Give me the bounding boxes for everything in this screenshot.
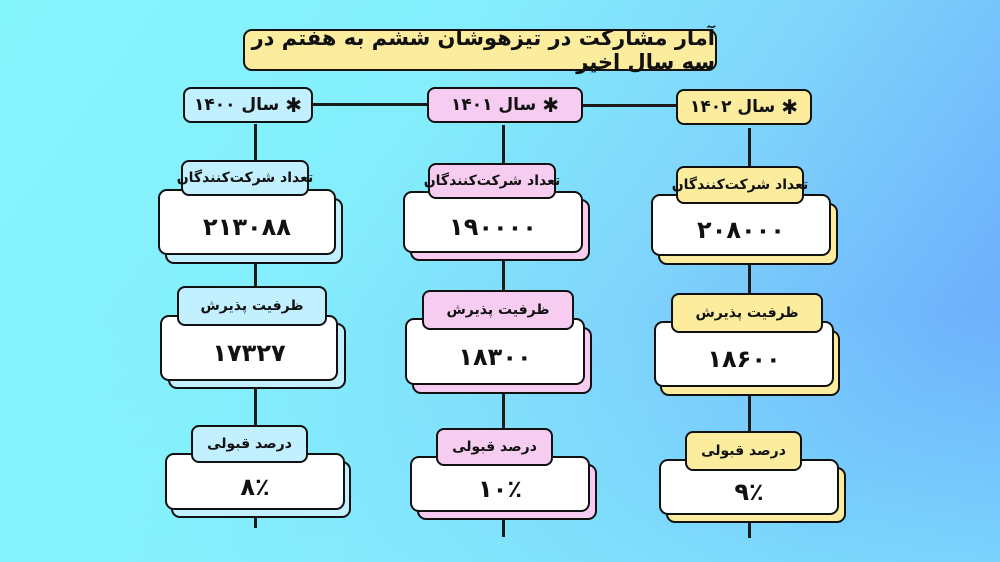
participants-value-1401: ۱۹۰۰۰۰	[403, 191, 583, 253]
year-connector-left	[313, 103, 431, 106]
year-label: سال ۱۴۰۱	[450, 95, 537, 115]
participants-label-1401: تعداد شرکت‌کنندگان	[424, 163, 560, 199]
acceptance-label-1400: درصد قبولی	[191, 425, 308, 463]
acceptance-label-1401: درصد قبولی	[436, 428, 553, 466]
participants-value-1400: ۲۱۳۰۸۸	[158, 189, 336, 255]
year-box-1401: ✱ سال ۱۴۰۱	[427, 87, 583, 123]
year-label: سال ۱۴۰۰	[193, 95, 280, 115]
year-box-1402: ✱ سال ۱۴۰۲	[676, 89, 812, 125]
participants-label-1400: تعداد شرکت‌کنندگان	[177, 160, 313, 196]
year-box-1400: ✱ سال ۱۴۰۰	[183, 87, 313, 123]
participants-value-1402: ۲۰۸۰۰۰	[651, 194, 831, 256]
acceptance-value-1400: ۸٪	[165, 453, 345, 510]
page-title: آمار مشارکت در تیزهوشان ششم به هفتم در س…	[243, 26, 717, 74]
capacity-label-1401: ظرفیت پذیرش	[422, 290, 574, 330]
capacity-label-1400: ظرفیت پذیرش	[177, 286, 327, 326]
star-icon: ✱	[781, 95, 799, 119]
year-label: سال ۱۴۰۲	[689, 97, 776, 117]
star-icon: ✱	[285, 93, 303, 117]
acceptance-label-1402: درصد قبولی	[685, 431, 802, 471]
star-icon: ✱	[542, 93, 560, 117]
capacity-label-1402: ظرفیت پذیرش	[671, 293, 823, 333]
participants-label-1402: تعداد شرکت‌کنندگان	[672, 166, 808, 204]
year-connector-right	[582, 104, 678, 107]
capacity-value-1401: ۱۸۳۰۰	[405, 318, 585, 385]
capacity-value-1400: ۱۷۳۲۷	[160, 315, 338, 381]
